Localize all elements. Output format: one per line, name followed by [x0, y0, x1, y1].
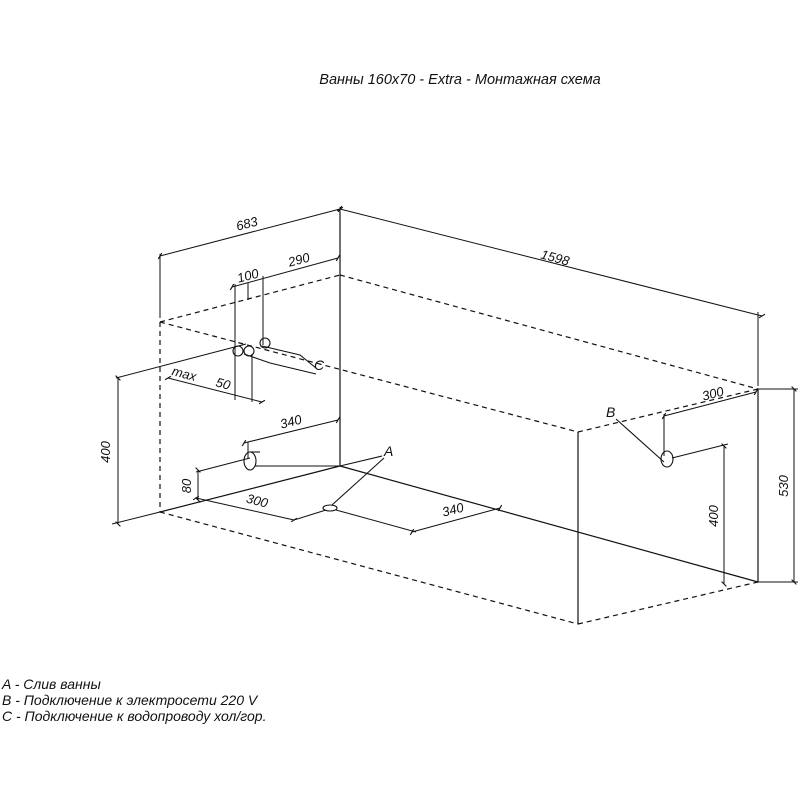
drain-outlet-icon — [243, 451, 385, 512]
dimension-300-right-label: 300 — [700, 383, 726, 403]
dimension-max-50 — [115, 343, 266, 405]
legend: A - Слив ванны B - Подключение к электро… — [2, 676, 266, 724]
dimension-290-label: 290 — [285, 249, 312, 270]
dimension-1598-label: 1598 — [539, 247, 572, 269]
legend-item-a: A - Слив ванны — [2, 676, 101, 692]
dimension-400-left-label: 400 — [98, 440, 113, 462]
dimension-50-label: 50 — [214, 375, 233, 393]
diagram-title: Ванны 160x70 - Extra - Монтажная схема — [319, 72, 601, 88]
power-outlet-icon — [615, 418, 674, 468]
dimension-340-bottom — [335, 504, 503, 536]
dimension-683-label: 683 — [234, 213, 260, 233]
dimension-1598 — [336, 206, 766, 386]
dimension-80-label: 80 — [179, 478, 194, 493]
dimension-80 — [195, 457, 251, 503]
dimension-400-right-label: 400 — [706, 504, 721, 526]
dimension-400-right — [671, 443, 729, 587]
dimension-400-left — [111, 375, 161, 527]
dimension-300-right — [661, 388, 759, 456]
connection-a-label: A — [383, 443, 393, 459]
dimension-340-top-label: 340 — [278, 411, 304, 431]
dimension-530 — [758, 386, 798, 585]
dimension-340-top — [241, 416, 341, 458]
dimension-100-label: 100 — [235, 265, 261, 285]
dimension-max-label: max — [170, 363, 198, 384]
dimension-340-bottom-label: 340 — [440, 499, 466, 519]
dimension-300-bottom — [192, 495, 327, 523]
dimension-300-bottom-label: 300 — [245, 491, 271, 511]
connection-b-label: B — [606, 404, 615, 420]
legend-item-b: B - Подключение к электросети 220 V — [2, 692, 258, 708]
connection-c-label: C — [314, 357, 325, 373]
water-pipe-icon — [232, 337, 317, 375]
legend-item-c: C - Подключение к водопроводу хол/гор. — [2, 708, 267, 724]
dimension-530-label: 530 — [776, 474, 791, 496]
